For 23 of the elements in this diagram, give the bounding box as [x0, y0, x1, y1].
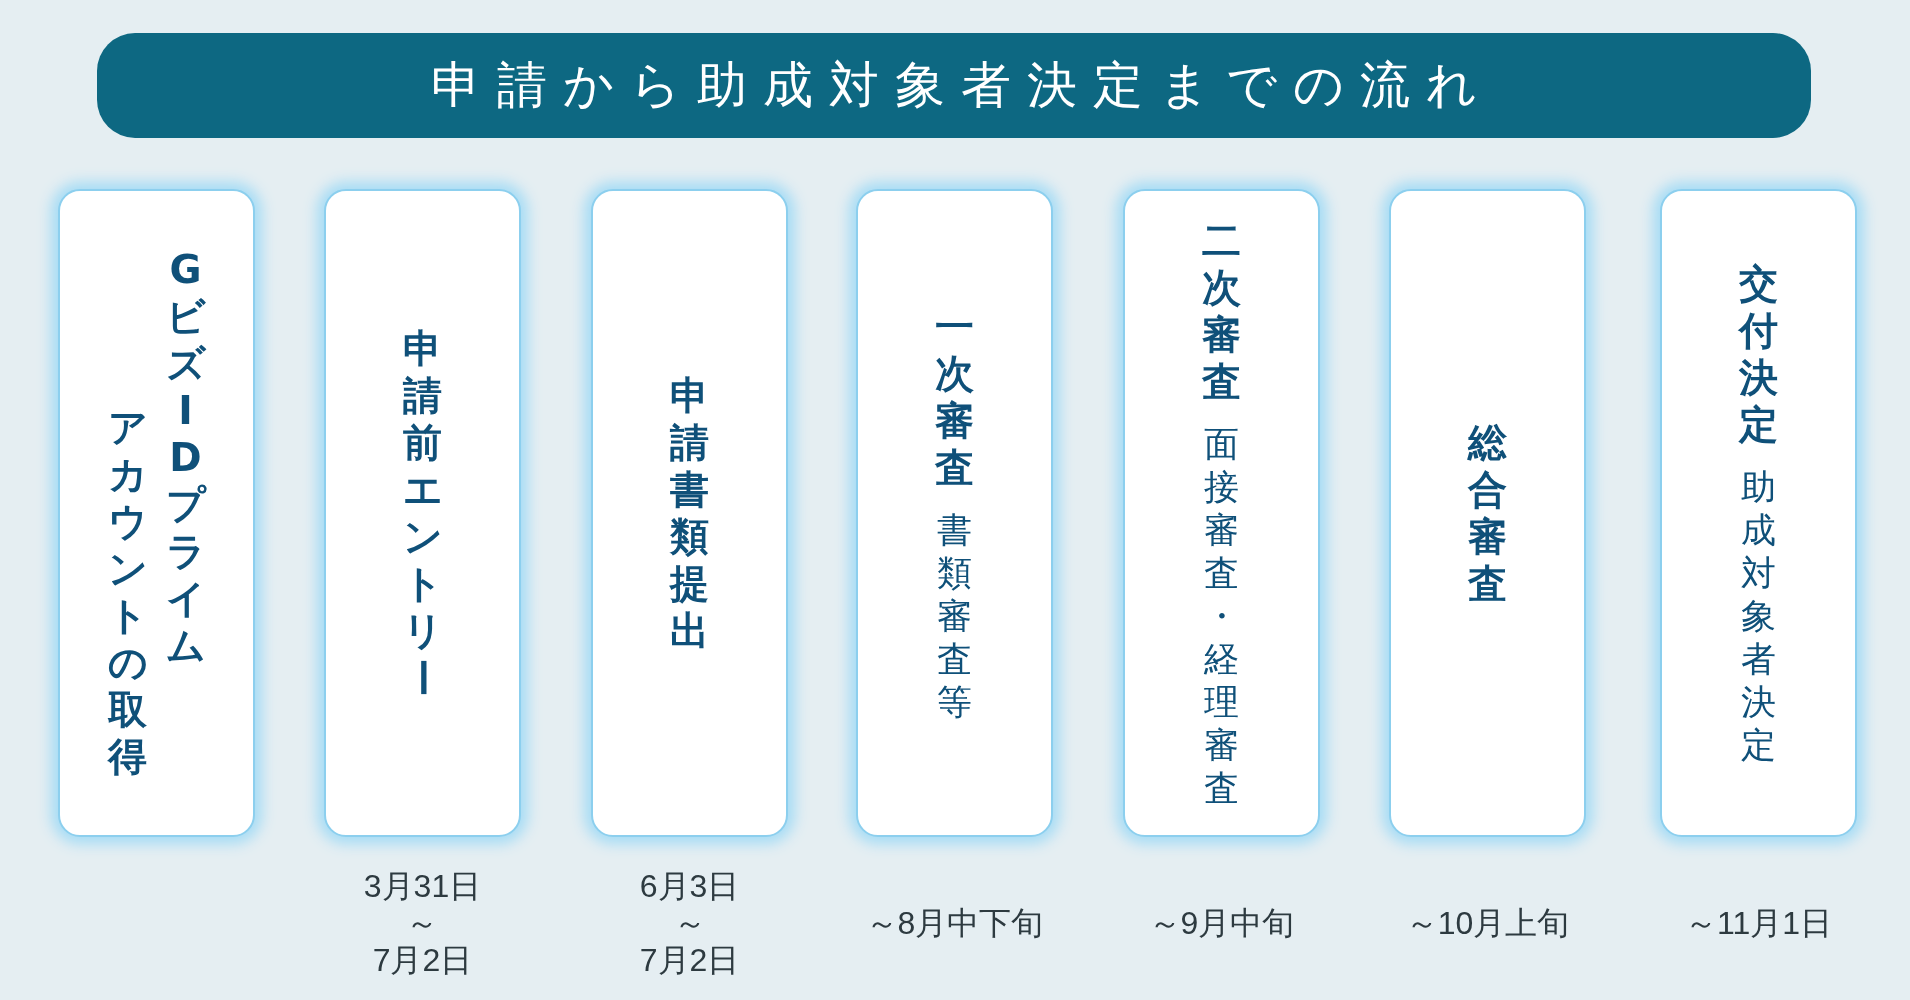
step-detail: 面接審査・経理審査	[1204, 422, 1239, 810]
date-range: ～10月上旬	[1405, 904, 1570, 942]
step-card	[324, 189, 521, 837]
step-card	[1660, 189, 1857, 837]
step-title: 総合審査	[1468, 419, 1507, 607]
step-title: 申請書類提出	[670, 372, 709, 654]
step-detail: 助成対象者決定	[1741, 465, 1776, 767]
step-detail: 書類審査等	[937, 508, 972, 724]
step-title: 申請前エントリー	[403, 325, 442, 699]
step-card	[1389, 189, 1586, 837]
step-title: 二次審査	[1202, 216, 1241, 405]
date-range: 6月3日～7月2日	[639, 867, 740, 979]
step-card	[58, 189, 255, 837]
step-card	[856, 189, 1053, 837]
date-range: ～8月中下旬	[865, 904, 1044, 942]
date-range: 3月31日～7月2日	[363, 867, 482, 979]
step-title: 一次審査	[935, 302, 974, 491]
date-range: ～9月中旬	[1148, 904, 1295, 942]
title-banner: 申請から助成対象者決定までの流れ	[97, 33, 1811, 138]
step-card	[1123, 189, 1320, 837]
step-title: 交付決定	[1739, 259, 1778, 448]
date-range: ～11月1日	[1685, 904, 1832, 942]
step-card	[591, 189, 788, 837]
